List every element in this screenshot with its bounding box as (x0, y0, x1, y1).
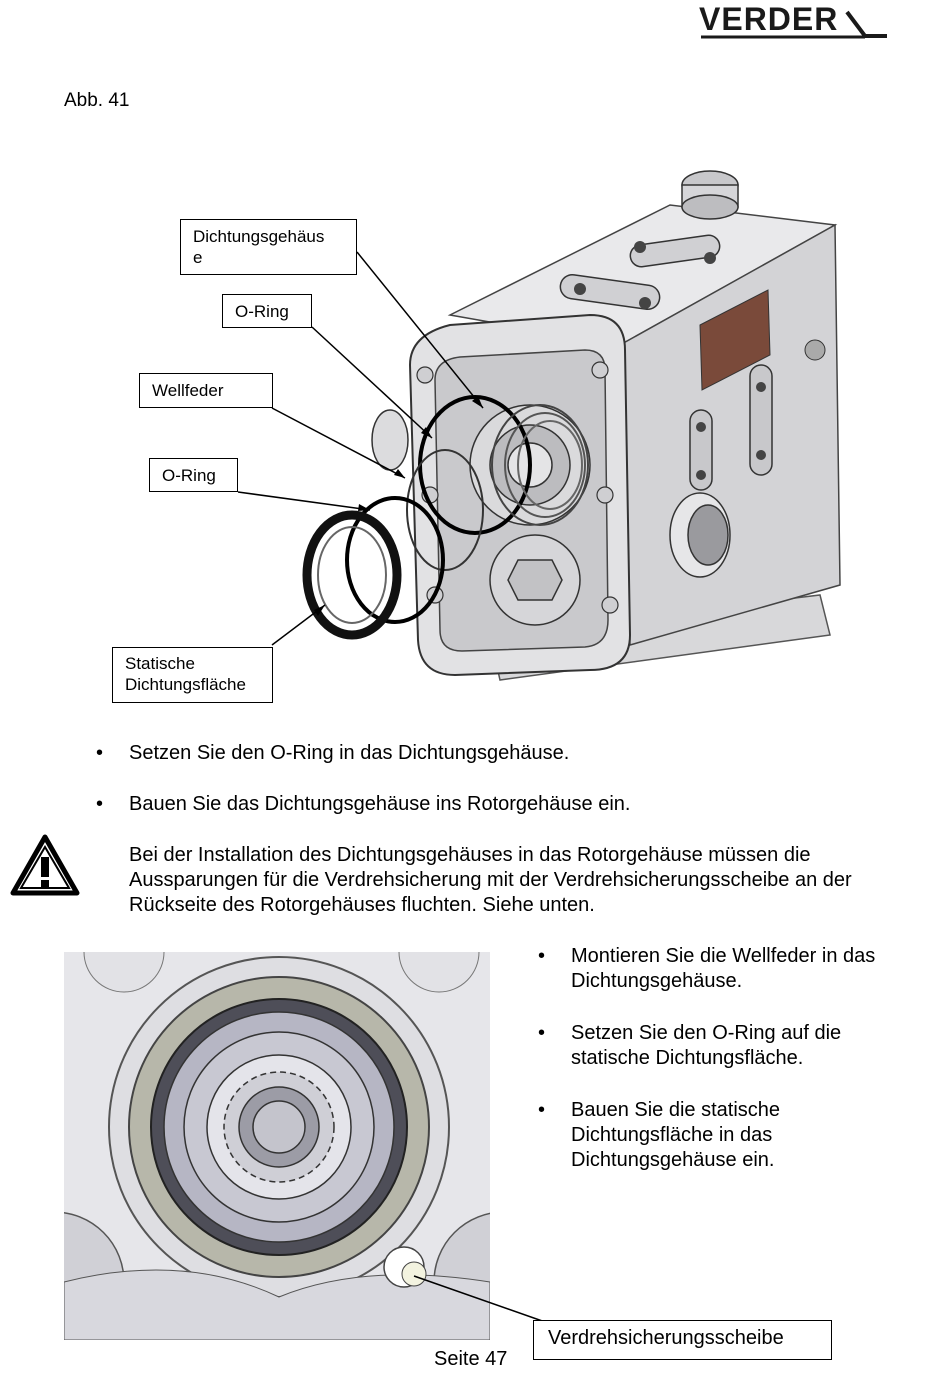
instruction-text: Setzen Sie den O-Ring in das Dichtungsge… (129, 742, 570, 764)
label-static-seal: Statische Dichtungsfläche (112, 647, 273, 703)
step-text: Montieren Sie die Wellfeder in das Dicht… (571, 945, 876, 992)
step-text: Bauen Sie die statische Dichtungsfläche … (571, 1099, 781, 1171)
label-o-ring-2: O-Ring (149, 458, 238, 492)
figure-caption: Abb. 41 (64, 90, 130, 111)
callout-leaders (237, 251, 484, 646)
logo-text: VERDER (699, 1, 838, 37)
step-text: Setzen Sie den O-Ring auf die statische … (571, 1022, 842, 1069)
instruction-text: Bauen Sie das Dichtungsgehäuse ins Rotor… (129, 793, 631, 815)
pump-illustration (302, 170, 841, 681)
label-seal-housing: Dichtungsgehäus e (180, 219, 357, 275)
seal-detail-illustration (64, 952, 490, 1340)
label-o-ring-1: O-Ring (222, 294, 312, 328)
label-anti-rotation-disc: Verdrehsicherungsscheibe (533, 1320, 832, 1360)
warning-text: Bei der Installation des Dichtungsgehäus… (129, 844, 852, 916)
page-number: Seite 47 (434, 1348, 508, 1370)
verder-logo: VERDER (699, 1, 887, 39)
warning-triangle-icon (10, 834, 80, 896)
label-wave-spring: Wellfeder (139, 373, 273, 408)
